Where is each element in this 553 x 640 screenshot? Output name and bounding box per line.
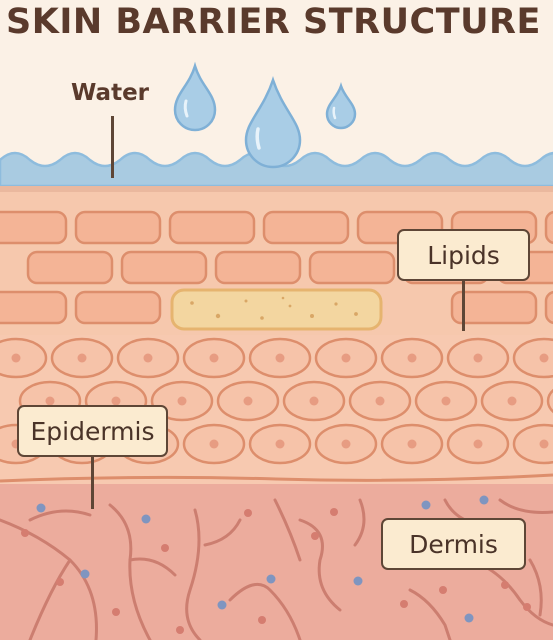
epidermis-cell bbox=[546, 388, 553, 414]
dermis-dot-red bbox=[439, 586, 447, 594]
cell-nucleus bbox=[473, 439, 483, 449]
dermis-dot-red bbox=[501, 581, 509, 589]
cell-nucleus bbox=[407, 439, 417, 449]
dermis-dot-blue bbox=[217, 600, 227, 610]
brick bbox=[74, 210, 162, 245]
lipids-label: Lipids bbox=[397, 229, 530, 281]
water-surface bbox=[0, 151, 553, 192]
water-label: Water bbox=[71, 80, 150, 106]
dermis-label: Dermis bbox=[381, 518, 526, 570]
cell-nucleus bbox=[143, 353, 153, 363]
brick bbox=[120, 250, 208, 285]
brick bbox=[544, 290, 553, 325]
cell-nucleus bbox=[539, 353, 549, 363]
epidermis-cell bbox=[0, 337, 48, 379]
blood-vessel bbox=[528, 558, 543, 617]
brick bbox=[74, 290, 162, 325]
cell-nucleus bbox=[507, 396, 517, 406]
dermis-dot-red bbox=[21, 529, 29, 537]
dermis-dot-blue bbox=[353, 576, 363, 586]
page-title: SKIN BARRIER STRUCTURE bbox=[6, 2, 541, 42]
water-drops bbox=[173, 61, 357, 169]
cell-nucleus bbox=[473, 353, 483, 363]
cell-nucleus bbox=[11, 353, 21, 363]
blood-vessel bbox=[353, 498, 366, 547]
water-leader-line bbox=[111, 116, 114, 178]
cell-nucleus bbox=[407, 353, 417, 363]
dermis-dots bbox=[21, 495, 531, 634]
brick bbox=[262, 210, 350, 245]
cell-nucleus bbox=[341, 353, 351, 363]
dermis-layer bbox=[0, 476, 553, 640]
cell-nucleus bbox=[375, 396, 385, 406]
dermis-dot-red bbox=[244, 509, 252, 517]
dermis-dot-red bbox=[176, 626, 184, 634]
blood-vessel bbox=[28, 509, 92, 522]
brick bbox=[544, 210, 553, 245]
brick bbox=[214, 250, 302, 285]
cell-nucleus bbox=[77, 353, 87, 363]
dermis-dot-blue bbox=[141, 514, 151, 524]
dermis-dot-red bbox=[112, 608, 120, 616]
dermis-dot-blue bbox=[266, 574, 276, 584]
cell-nucleus bbox=[441, 396, 451, 406]
dermis-dot-blue bbox=[479, 495, 489, 505]
brick bbox=[168, 210, 256, 245]
cell-nucleus bbox=[45, 396, 55, 406]
brick bbox=[0, 290, 68, 325]
lipids-leader-line bbox=[462, 281, 465, 331]
cell-nucleus bbox=[177, 396, 187, 406]
epidermis-cell bbox=[512, 337, 553, 379]
brick bbox=[450, 290, 538, 325]
blood-vessel bbox=[408, 588, 452, 640]
dermis-dot-blue bbox=[36, 503, 46, 513]
cell-nucleus bbox=[275, 353, 285, 363]
epidermis-cell bbox=[512, 423, 553, 465]
cell-nucleus bbox=[243, 396, 253, 406]
dermis-dot-red bbox=[311, 532, 319, 540]
dermis-dot-red bbox=[330, 508, 338, 516]
blood-vessel bbox=[128, 557, 177, 577]
brick bbox=[26, 250, 114, 285]
cell-nucleus bbox=[111, 396, 121, 406]
cell-nucleus bbox=[275, 439, 285, 449]
lipid-speckles bbox=[190, 296, 358, 320]
brick bbox=[308, 250, 396, 285]
dermis-dot-red bbox=[400, 600, 408, 608]
dermis-dot-blue bbox=[464, 613, 474, 623]
blood-vessel bbox=[498, 498, 553, 514]
dermis-dot-red bbox=[56, 578, 64, 586]
blood-vessel bbox=[273, 498, 302, 562]
blood-vessel bbox=[185, 508, 202, 640]
epidermis-label: Epidermis bbox=[17, 405, 168, 457]
cell-nucleus bbox=[209, 439, 219, 449]
cell-nucleus bbox=[209, 353, 219, 363]
cell-nucleus bbox=[341, 439, 351, 449]
dermis-dot-blue bbox=[421, 500, 431, 510]
dermis-dot-red bbox=[258, 616, 266, 624]
dermis-dot-red bbox=[523, 603, 531, 611]
dermis-dot-red bbox=[161, 544, 169, 552]
epidermis-leader-line bbox=[91, 457, 94, 509]
lipid-block bbox=[170, 288, 383, 331]
cell-nucleus bbox=[309, 396, 319, 406]
brick bbox=[0, 210, 68, 245]
dermis-dot-blue bbox=[80, 569, 90, 579]
blood-vessel bbox=[298, 518, 342, 612]
blood-vessel bbox=[228, 582, 302, 640]
blood-vessel bbox=[28, 558, 72, 640]
cell-nucleus bbox=[539, 439, 549, 449]
blood-vessel bbox=[203, 518, 242, 547]
